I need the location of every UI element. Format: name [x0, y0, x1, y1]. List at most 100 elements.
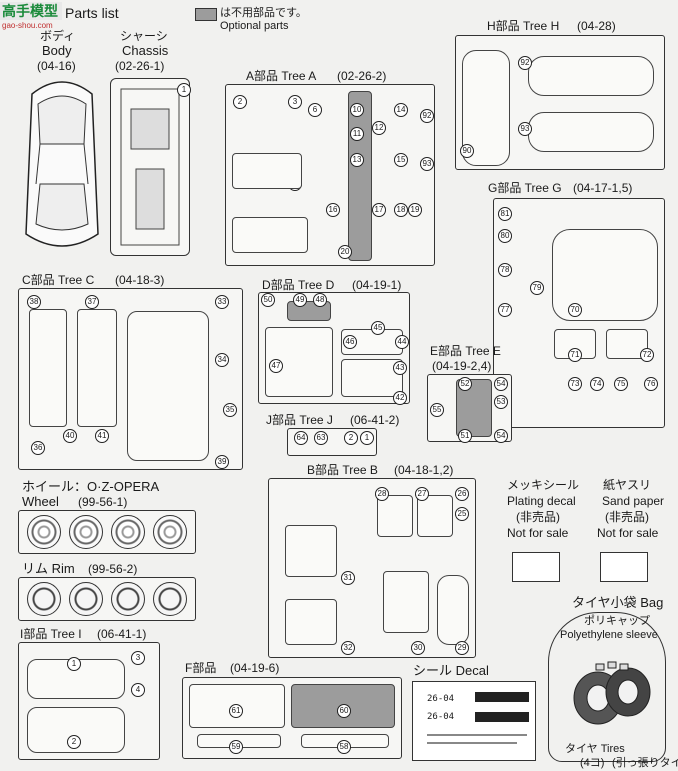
tree-a-num: 18 — [394, 203, 408, 217]
tree-f-num: 58 — [337, 740, 351, 754]
tire-bag — [548, 612, 666, 762]
chassis-code: (02-26-1) — [115, 59, 165, 73]
tree-j-num: 63 — [314, 431, 328, 445]
tree-b-num: 26 — [455, 487, 469, 501]
tree-g-num: 76 — [644, 377, 658, 391]
plating-decal-sheet — [512, 552, 560, 582]
rim-part — [69, 582, 103, 616]
tree-b-seat-part — [377, 495, 413, 537]
tire-bag-tires-label: タイヤ Tires — [565, 743, 625, 755]
tree-d-num: 45 — [371, 321, 385, 335]
body-code: (04-16) — [37, 59, 76, 73]
tree-c-interior-part — [29, 309, 67, 427]
tree-b-num: 25 — [455, 507, 469, 521]
tree-a-frame: 2 3 4 5 6 10 11 12 13 14 15 16 17 18 19 … — [225, 84, 435, 266]
tree-b-num: 29 — [455, 641, 469, 655]
tree-e-num: 55 — [430, 403, 444, 417]
rim-part — [27, 582, 61, 616]
tree-b-num: 27 — [415, 487, 429, 501]
rim-part — [111, 582, 145, 616]
tree-h-num: 92 — [518, 56, 532, 70]
wheel-part — [153, 515, 187, 549]
watermark-url: gao-shou.com — [2, 21, 53, 30]
tree-i-num: 3 — [131, 651, 145, 665]
sand-paper-en: Sand paper — [602, 494, 665, 508]
tree-e-title: E部品 Tree E — [430, 344, 501, 358]
decal-logo-strip — [475, 692, 529, 702]
sand-paper-note-jp: (非売品) — [605, 510, 649, 524]
tree-g-lamp-part — [606, 329, 648, 359]
tree-i-num: 4 — [131, 683, 145, 697]
decal-plate-1: 26-04 — [427, 694, 455, 704]
wheel-code: (99-56-1) — [78, 495, 128, 509]
tire-bag-title: タイヤ小袋 Bag — [572, 595, 664, 610]
legend-jp: は不用部品です。 — [220, 7, 307, 19]
tree-a-num: 10 — [350, 103, 364, 117]
sand-paper-jp: 紙ヤスリ — [603, 478, 652, 492]
tree-h-frame: 92 93 90 — [455, 35, 665, 170]
tree-h-glass-part — [528, 56, 654, 96]
tree-c-num: 36 — [31, 441, 45, 455]
tree-f-num: 61 — [229, 704, 243, 718]
tree-a-title: A部品 Tree A — [246, 69, 317, 83]
wheel-part — [27, 515, 61, 549]
plating-decal-en: Plating decal — [507, 494, 576, 508]
tree-h-title: H部品 Tree H — [487, 19, 560, 33]
chassis-en: Chassis — [122, 43, 169, 58]
tree-c-floor-part — [127, 311, 209, 461]
tire-bag-sleeve-jp: ポリキャップ — [584, 615, 650, 627]
tree-b-num: 32 — [341, 641, 355, 655]
tree-j-num: 64 — [294, 431, 308, 445]
body-shell-illustration — [18, 74, 106, 256]
tree-g-num: 70 — [568, 303, 582, 317]
tree-c-num: 35 — [223, 403, 237, 417]
wheel-part — [69, 515, 103, 549]
decal-title: シール Decal — [413, 663, 489, 678]
wheel-part — [111, 515, 145, 549]
legend-en: Optional parts — [220, 20, 289, 32]
plating-decal-jp: メッキシール — [507, 478, 580, 492]
tree-b-code: (04-18-1,2) — [394, 463, 454, 477]
rim-tree-frame — [18, 577, 196, 621]
tire-bag-sleeve-en: Polyethylene sleeve — [560, 629, 658, 641]
tree-g-num: 79 — [530, 281, 544, 295]
tree-a-num: 16 — [326, 203, 340, 217]
tree-i-num: 2 — [67, 735, 81, 749]
tree-f-title: F部品 — [185, 661, 217, 675]
tree-h-glass-part — [528, 112, 654, 152]
tree-c-num: 39 — [215, 455, 229, 469]
tree-h-num: 90 — [460, 144, 474, 158]
tree-b-title: B部品 Tree B — [307, 463, 378, 477]
tree-b-frame: 28 27 26 25 31 30 29 32 — [268, 478, 476, 658]
tree-g-num: 75 — [614, 377, 628, 391]
tree-i-title: I部品 Tree I — [20, 627, 82, 641]
decal-line — [427, 734, 527, 736]
tree-c-num: 38 — [27, 295, 41, 309]
tree-g-num: 78 — [498, 263, 512, 277]
tree-d-num: 42 — [393, 391, 407, 405]
tree-g-num: 80 — [498, 229, 512, 243]
tree-a-num: 6 — [308, 103, 322, 117]
tree-e-num: 51 — [458, 429, 472, 443]
tree-c-num: 34 — [215, 353, 229, 367]
tree-d-code: (04-19-1) — [352, 278, 402, 292]
tree-d-num: 46 — [343, 335, 357, 349]
tree-b-part — [437, 575, 469, 645]
tree-a-crossmember-part — [232, 217, 308, 253]
tires-illustration — [568, 658, 656, 728]
tree-d-title: D部品 Tree D — [262, 278, 335, 292]
sand-paper-note-en: Not for sale — [597, 526, 659, 540]
tree-b-num: 30 — [411, 641, 425, 655]
tree-c-num: 40 — [63, 429, 77, 443]
tree-d-num: 44 — [395, 335, 409, 349]
tree-a-optional-strip — [348, 91, 372, 261]
plating-decal-note-jp: (非売品) — [516, 510, 560, 524]
tree-a-num: 3 — [288, 95, 302, 109]
chassis-jp: シャーシ — [120, 29, 168, 43]
tree-a-num: 2 — [233, 95, 247, 109]
tree-d-num: 48 — [313, 293, 327, 307]
tree-a-num: 12 — [372, 121, 386, 135]
tree-d-frame: 50 49 48 45 46 44 47 43 42 — [258, 292, 410, 405]
tree-e-num: 53 — [494, 395, 508, 409]
tree-d-num: 43 — [393, 361, 407, 375]
